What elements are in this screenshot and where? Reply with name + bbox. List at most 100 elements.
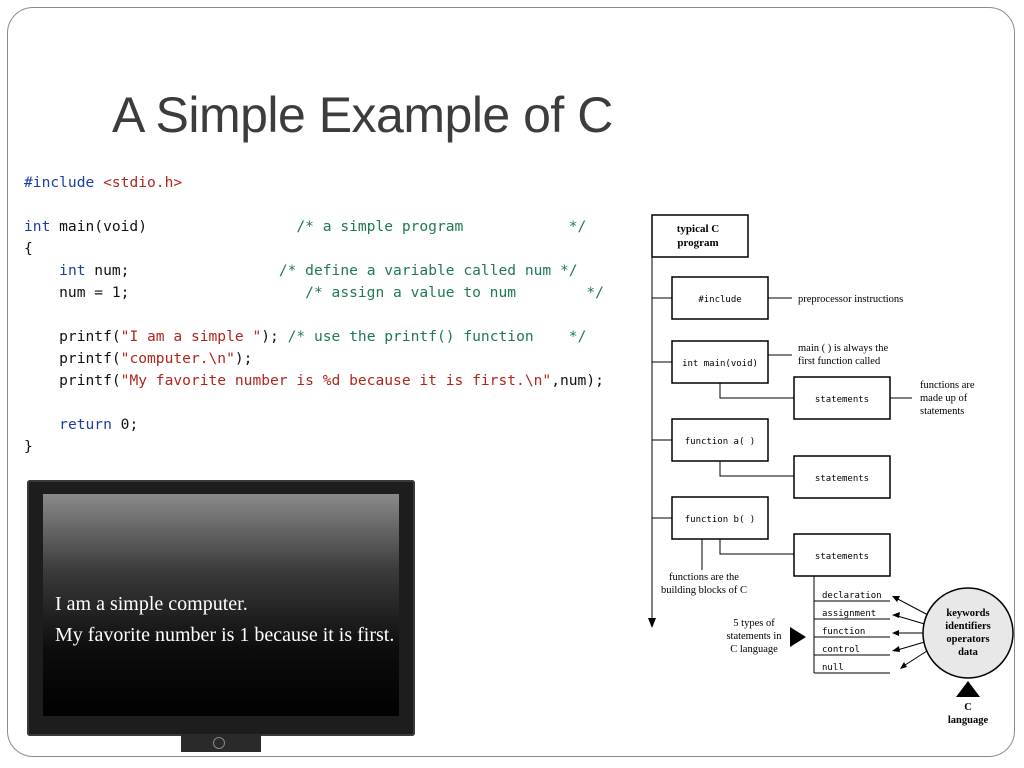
include-label: #include	[698, 295, 741, 305]
arrow-line	[901, 648, 931, 668]
concepts-circle	[922, 587, 1014, 679]
box-include	[671, 276, 769, 320]
program-output: I am a simple computer. My favorite numbe…	[55, 589, 395, 651]
code-comment: /* assign a value to num */	[305, 284, 604, 301]
circle-operators: operators	[946, 634, 989, 645]
function-a-label: function a( )	[685, 437, 755, 447]
c-language-line1: C	[964, 702, 972, 713]
code-token: 0;	[111, 416, 139, 433]
blocks-note-line1: functions are the	[669, 572, 739, 583]
types-note-line2: statements in	[726, 631, 782, 642]
code-token	[129, 262, 278, 279]
trunk-arrow-icon	[648, 618, 656, 628]
code-token: return	[59, 416, 112, 433]
code-token	[147, 218, 296, 235]
statements-note-line2: made up of	[920, 393, 968, 404]
code-line: int main(void) /* a simple program */	[24, 216, 604, 238]
main-note-line1: main ( ) is always the	[798, 343, 888, 354]
code-token: int	[59, 262, 86, 279]
arrow-line	[893, 614, 929, 626]
code-token: printf(	[24, 328, 121, 345]
code-token: int	[24, 218, 51, 235]
include-note: preprocessor instructions	[798, 294, 903, 305]
types-note-line3: C language	[730, 644, 778, 655]
statements-label: statements	[815, 552, 869, 562]
code-token	[24, 262, 59, 279]
arrowhead-icon	[892, 630, 899, 636]
type-assignment: assignment	[822, 609, 876, 619]
code-token	[279, 328, 288, 345]
type-function: function	[822, 627, 865, 637]
arrow-line	[893, 596, 929, 616]
arrowhead-icon	[892, 596, 900, 602]
slide-title: A Simple Example of C	[112, 87, 613, 143]
circle-keywords: keywords	[946, 608, 989, 619]
box-typical-c-program	[651, 214, 749, 258]
code-string: "My favorite number is %d because it is …	[120, 372, 552, 389]
type-control: control	[822, 645, 860, 655]
code-comment: /* use the printf() function */	[287, 328, 587, 345]
statements-label: statements	[815, 395, 869, 405]
code-comment: /* define a variable called num */	[278, 262, 578, 279]
monitor-logo-icon	[213, 737, 225, 749]
box-main	[671, 340, 769, 384]
code-token	[24, 416, 59, 433]
box-top-line1: typical C	[677, 223, 720, 235]
code-line: int num; /* define a variable called num…	[24, 260, 604, 282]
c-language-pointer-icon	[956, 681, 980, 697]
code-line: #include <stdio.h>	[24, 172, 604, 194]
code-token: printf(	[24, 350, 121, 367]
arrowhead-icon	[900, 662, 907, 669]
arrow-line	[893, 640, 929, 652]
monitor-bezel: I am a simple computer. My favorite numbe…	[27, 480, 415, 736]
code-line: }	[24, 438, 33, 455]
types-note-line1: 5 types of	[733, 618, 775, 629]
code-line	[24, 194, 604, 216]
code-token: <stdio.h>	[103, 174, 183, 191]
code-line: printf("My favorite number is %d because…	[24, 370, 604, 392]
arrowhead-icon	[892, 646, 900, 652]
statements-note-line1: functions are	[920, 380, 975, 391]
type-declaration: declaration	[822, 591, 882, 601]
code-token: num = 1;	[24, 284, 130, 301]
output-line-1: I am a simple computer.	[55, 593, 248, 615]
types-pointer-icon	[790, 627, 806, 647]
connector-line	[719, 383, 794, 399]
type-null: null	[822, 663, 844, 673]
code-line	[24, 392, 604, 414]
blocks-note-line2: building blocks of C	[661, 585, 747, 596]
code-token: printf(	[24, 372, 121, 389]
code-string: "I am a simple "	[120, 328, 262, 345]
box-top-line2: program	[677, 237, 718, 249]
monitor-image: I am a simple computer. My favorite numbe…	[27, 480, 415, 752]
main-note-line2: first function called	[798, 356, 881, 367]
code-token: num;	[85, 262, 130, 279]
circle-data: data	[958, 647, 979, 658]
arrowhead-icon	[892, 612, 900, 618]
code-line: num = 1; /* assign a value to num */	[24, 282, 604, 304]
connector-line	[719, 539, 794, 555]
box-function-b	[671, 496, 769, 540]
function-b-label: function b( )	[685, 515, 755, 525]
code-token	[129, 284, 305, 301]
code-token: );	[234, 350, 253, 367]
statements-label: statements	[815, 474, 869, 484]
code-token: );	[261, 328, 279, 345]
box-statements-a	[793, 455, 891, 499]
c-language-line2: language	[948, 715, 989, 726]
code-string: "computer.\n"	[120, 350, 235, 367]
code-comment: /* a simple program */	[296, 218, 587, 235]
monitor-screen: I am a simple computer. My favorite numbe…	[43, 494, 399, 716]
code-listing: #include <stdio.h> int main(void) /* a si…	[24, 172, 604, 458]
box-statements-b	[793, 533, 891, 577]
code-line	[24, 304, 604, 326]
code-line: printf("computer.\n");	[24, 348, 604, 370]
c-program-structure-diagram: typical C program #include preprocessor …	[648, 214, 1014, 726]
code-line: {	[24, 240, 33, 257]
circle-identifiers: identifiers	[945, 621, 991, 632]
main-label: int main(void)	[682, 359, 758, 369]
output-line-2: My favorite number is 1 because it is fi…	[55, 624, 395, 646]
connector-line	[719, 461, 794, 477]
code-token: ,num);	[551, 372, 604, 389]
statements-note-line3: statements	[920, 406, 964, 417]
